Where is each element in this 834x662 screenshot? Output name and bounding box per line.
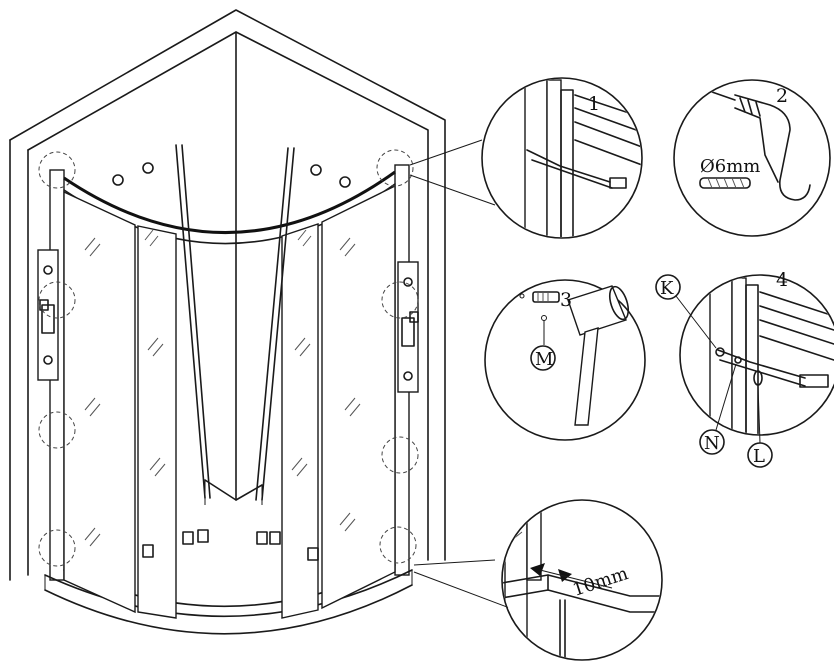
detail-step-4: 4 K N L [655, 269, 834, 468]
part-m-circle [530, 345, 556, 371]
gap-dimension-label: 10mm [570, 563, 631, 601]
bottom-guides [142, 529, 319, 561]
leader-step-1 [409, 139, 496, 206]
step-1-number: 1 [588, 93, 600, 115]
shower-tray [44, 569, 413, 618]
shower-enclosure [9, 9, 516, 635]
dim-arrow-left [530, 563, 545, 576]
step-3-number: 3 [560, 289, 572, 311]
hammer-icon [567, 285, 630, 426]
detail-markers [38, 149, 419, 567]
drill-icon [699, 91, 811, 201]
left-fixed-panel [63, 190, 136, 614]
right-door-back-edge [255, 147, 289, 501]
part-m-label: M [535, 349, 553, 370]
right-side-bracket [397, 261, 419, 393]
wall-inner-outline [27, 31, 429, 561]
part-k-label: K [660, 278, 674, 299]
left-side-bracket [37, 249, 59, 381]
top-curved-rail [63, 170, 396, 234]
left-sliding-door-edge [137, 225, 177, 619]
part-l-label: L [753, 446, 765, 467]
detail-gap: 10mm [501, 499, 663, 661]
glass-reflections [84, 229, 361, 547]
step-4-number: 4 [776, 269, 788, 291]
detail-step-1: 1 [481, 77, 643, 239]
leader-step-gap [413, 559, 516, 611]
left-door-back-edge [175, 144, 206, 499]
right-fixed-panel [321, 184, 396, 610]
top-rollers [112, 162, 351, 188]
drill-size-label: Ø6mm [700, 156, 760, 177]
part-k-circle [655, 274, 681, 300]
wall-top-outline [9, 9, 446, 561]
step-2-number: 2 [776, 85, 788, 107]
dim-arrow-right [558, 569, 572, 582]
part-n-label: N [704, 433, 720, 454]
part-n-circle [699, 429, 725, 455]
detail-step-2: 2 Ø6mm [673, 79, 831, 237]
right-sliding-door-edge [281, 223, 319, 619]
detail-step-3: 3 M [484, 279, 646, 441]
wall-plug [532, 291, 560, 345]
